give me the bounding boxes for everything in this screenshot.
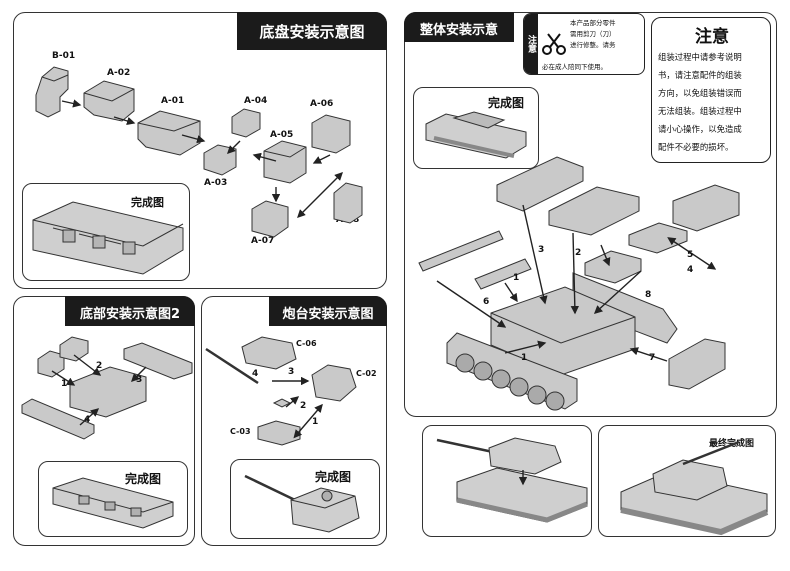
bottom-step-1: 1	[61, 379, 68, 389]
overall-done-image	[425, 111, 527, 159]
final-preview-left	[422, 425, 592, 537]
chassis-assembly-panel: 底盘安装示意图 B-01 A-02 A-01 A-04 A-06 A-05 A-…	[13, 12, 387, 289]
warning-line-1: 本产品部分零件	[570, 19, 616, 27]
overall-done-box: 完成图	[413, 87, 539, 169]
bottom-step-4: 4	[84, 415, 91, 425]
bottom-done-label: 完成图	[125, 472, 162, 486]
final-tank-image	[620, 440, 769, 536]
turret-done-image	[244, 474, 360, 533]
overall-step-3: 3	[538, 245, 545, 255]
part-label-a02: A-02	[107, 68, 131, 78]
overall-step-2: 2	[575, 248, 582, 258]
warning-line-4: 必在成人陪同下使用。	[542, 63, 607, 71]
warning-line-2: 需用剪刀（刀）	[570, 30, 616, 38]
overall-step-4: 4	[687, 265, 694, 275]
chassis-parts-diagram	[35, 66, 363, 238]
part-label-a04: A-04	[244, 96, 268, 106]
bottom-step-2: 2	[96, 361, 103, 371]
chassis-done-image	[32, 201, 184, 275]
turret-step-4: 4	[252, 369, 259, 379]
notice-line-5: 请小心操作，以免造成	[658, 124, 742, 134]
notice-title: 注意	[695, 27, 729, 47]
bottom-step-3: 3	[136, 375, 143, 385]
final-preview-right: 最终完成图	[598, 425, 776, 537]
bottom-done-box: 完成图	[38, 461, 188, 537]
overall-step-8: 8	[645, 290, 652, 300]
final-tank-exploded-image	[436, 437, 588, 523]
part-label-b01: B-01	[52, 51, 76, 61]
chassis-done-label: 完成图	[131, 196, 164, 209]
overall-step-6: 6	[483, 297, 490, 307]
notice-line-4: 无法组装。组装过程中	[658, 106, 742, 116]
overall-assembly-diagram	[418, 156, 740, 411]
part-label-a01: A-01	[161, 96, 185, 106]
turret-step-3: 3	[288, 367, 295, 377]
overall-assembly-title: 整体安装示意图	[404, 12, 514, 57]
bottom-done-image	[52, 477, 174, 529]
warning-line-3: 进行修整。请务	[570, 41, 616, 49]
scissors-icon	[542, 33, 566, 55]
notice-box: 注意 组装过程中请参考说明 书，请注意配件的组装 方向，以免组装错误而 无法组装…	[651, 17, 771, 163]
turret-assembly-title: 炮台安装示意图	[269, 296, 387, 326]
turret-parts-diagram	[205, 336, 357, 446]
overall-step-7: 7	[649, 353, 656, 363]
turret-done-box: 完成图	[230, 459, 380, 539]
overall-assembly-panel: 整体安装示意图 注意 本产品部分零件 需用剪刀（刀） 进行修整。请务 必在成人陪…	[404, 12, 777, 417]
turret-part-c03: C-03	[230, 427, 251, 436]
chassis-done-box: 完成图	[22, 183, 190, 281]
warning-side-label: 注意	[524, 14, 538, 74]
turret-done-label: 完成图	[315, 470, 352, 484]
overall-step-1-bottom: 1	[521, 353, 528, 363]
turret-part-c02: C-02	[356, 369, 377, 378]
part-label-a05: A-05	[270, 130, 294, 140]
notice-line-1: 组装过程中请参考说明	[658, 52, 742, 62]
turret-part-c06: C-06	[296, 339, 317, 348]
bottom-assembly-panel: 底部安装示意图2 2 1 3 4 完成图	[13, 296, 195, 546]
part-label-a07: A-07	[251, 236, 275, 246]
overall-step-1-top: 1	[513, 273, 520, 283]
overall-step-5: 5	[687, 250, 694, 260]
warning-box: 注意 本产品部分零件 需用剪刀（刀） 进行修整。请务 必在成人陪同下使用。	[523, 13, 645, 75]
bottom-parts-diagram	[21, 336, 193, 440]
notice-line-6: 配件不必要的损坏。	[658, 142, 734, 152]
turret-assembly-panel: 炮台安装示意图 C-06 C-02 C-03 4 3 2 1 完成图	[201, 296, 387, 546]
chassis-assembly-title: 底盘安装示意图	[237, 12, 387, 50]
bottom-assembly-title: 底部安装示意图2	[65, 296, 195, 326]
part-label-a06: A-06	[310, 99, 334, 109]
notice-line-2: 书，请注意配件的组装	[658, 70, 742, 80]
notice-line-3: 方向，以免组装错误而	[658, 88, 742, 98]
part-label-a03: A-03	[204, 178, 228, 188]
overall-done-label: 完成图	[488, 96, 525, 110]
